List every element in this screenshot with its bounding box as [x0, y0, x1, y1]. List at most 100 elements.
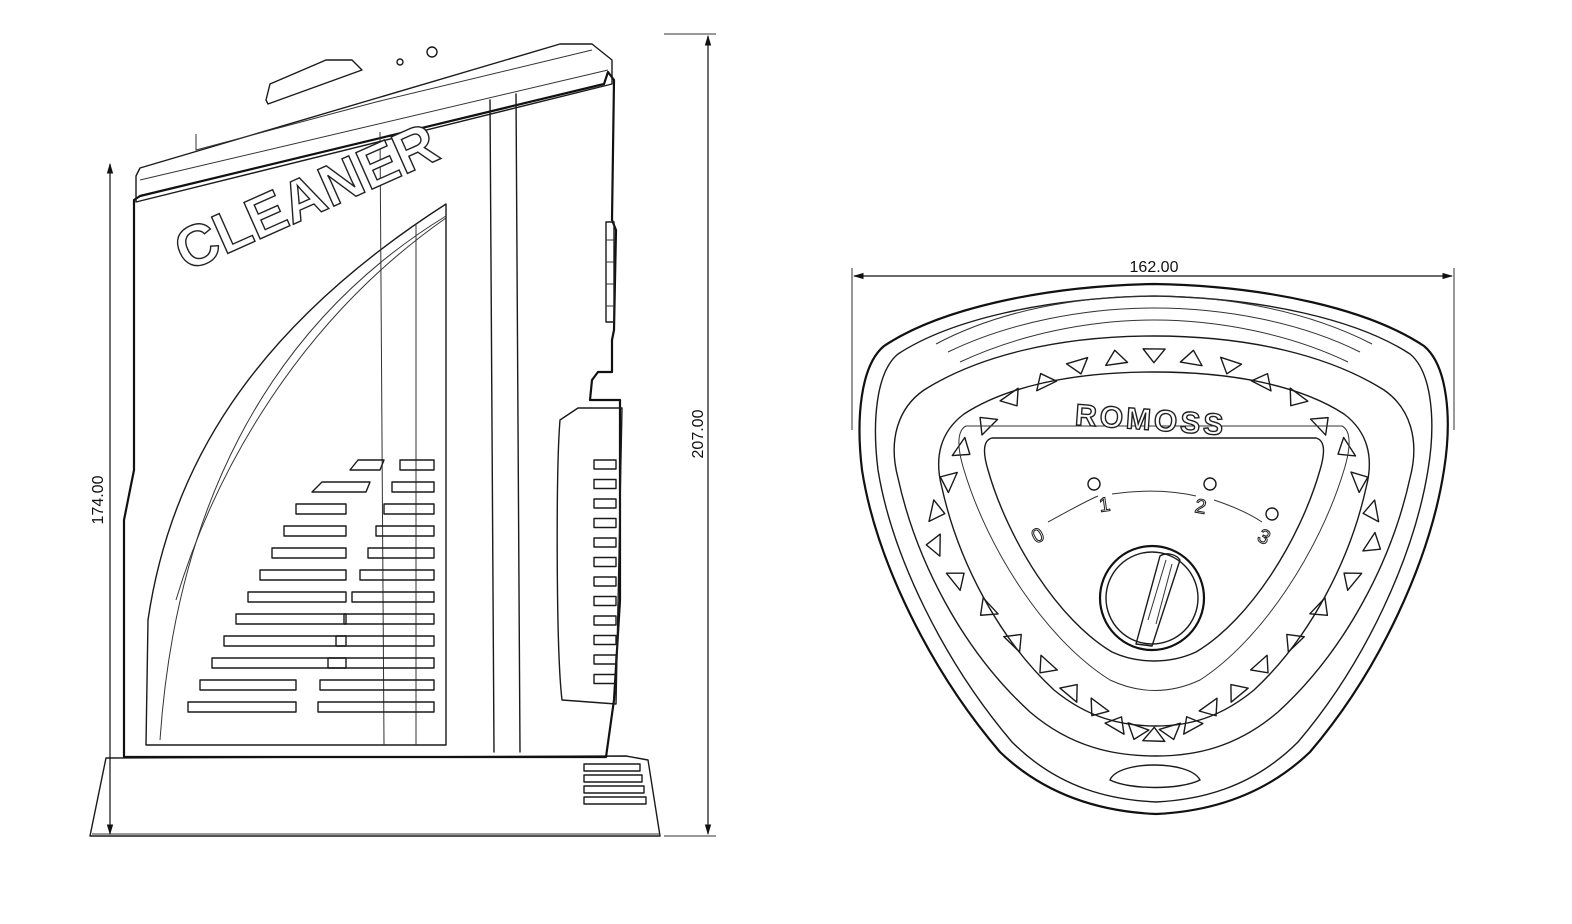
inner-frame	[893, 335, 1415, 757]
vent-slot	[343, 613, 435, 625]
ring-vent	[1350, 471, 1369, 494]
vent-slot	[319, 679, 435, 691]
vent-slot	[349, 459, 385, 471]
vent-slot	[317, 701, 435, 713]
intake-slot	[593, 576, 617, 587]
top-view: ROMOSS 0 1 2 3 162.00	[851, 259, 1455, 816]
ring-vent	[1198, 697, 1218, 717]
vent-slot	[211, 657, 347, 669]
intake-slot	[593, 517, 617, 529]
intake-slot	[593, 654, 617, 665]
dimension-174: 174.00	[90, 162, 114, 836]
intake-slot	[593, 673, 617, 685]
dial-label-3: 3	[1254, 525, 1274, 550]
front-panel	[145, 203, 447, 746]
ring-vent	[1127, 722, 1150, 741]
vent-slot	[247, 591, 347, 603]
ring-vent	[1289, 387, 1309, 407]
top-lid	[135, 43, 613, 203]
vent-slot	[283, 525, 347, 537]
ring-vent	[999, 387, 1019, 407]
vent-slot	[259, 569, 347, 581]
outer-shell	[858, 282, 1449, 816]
top-brand-text: ROMOSS	[1074, 399, 1227, 442]
vent-slot	[223, 635, 347, 647]
intake-slot	[593, 478, 617, 490]
base-vents	[583, 763, 647, 805]
ring-vent	[1250, 372, 1272, 392]
dimension-174-label: 174.00	[90, 475, 107, 524]
ring-vent	[1337, 436, 1357, 457]
dial-panel	[983, 437, 1325, 662]
vent-slot	[327, 657, 435, 669]
ring-vent	[1059, 683, 1078, 703]
ring-vent	[1309, 416, 1329, 436]
dimension-162: 162.00	[851, 259, 1455, 430]
intake-slot	[593, 615, 617, 626]
ring-vent	[1219, 356, 1243, 375]
vent-slot	[399, 459, 435, 471]
intake-slot	[593, 537, 617, 548]
ring-vent	[1343, 572, 1363, 592]
ring-vent	[1182, 716, 1204, 735]
side-intake	[556, 407, 623, 705]
ring-vent	[1105, 349, 1129, 367]
vent-slot	[199, 679, 297, 691]
vent-slot	[375, 525, 435, 537]
ring-vent	[1036, 372, 1058, 392]
side-intake-slots	[593, 459, 617, 685]
dimension-162-label: 162.00	[1130, 259, 1179, 276]
intake-slot	[593, 595, 617, 607]
side-brand-text: CLEANER	[165, 110, 448, 283]
vent-slot	[235, 613, 347, 625]
ring-vent	[1003, 633, 1022, 653]
side-vents-left	[187, 459, 385, 713]
dimension-207: 207.00	[664, 33, 716, 837]
ring-vent	[1230, 683, 1249, 703]
handle	[265, 59, 363, 105]
vent-slot	[295, 503, 347, 515]
ring-vent	[945, 572, 965, 592]
intake-slot	[593, 459, 617, 470]
vent-slot	[391, 481, 435, 493]
ring-vent	[1286, 633, 1305, 653]
base	[89, 755, 661, 837]
dial-label-1: 1	[1098, 494, 1112, 517]
vent-slot	[351, 591, 435, 603]
ring-vent	[939, 471, 958, 494]
vent-slot	[271, 547, 347, 559]
vent-slot	[383, 503, 435, 515]
ring-vent	[1104, 716, 1125, 735]
ring-vent	[1158, 722, 1182, 741]
dial-label-2: 2	[1193, 495, 1208, 519]
control-knob	[1098, 544, 1206, 652]
ring-vent	[1090, 697, 1110, 717]
ring-vent	[1249, 654, 1269, 674]
dial-label-0: 0	[1028, 524, 1048, 549]
ring-vent	[1142, 726, 1166, 743]
vent-slot	[311, 481, 371, 493]
vent-slot	[335, 635, 435, 647]
ring-vent	[979, 597, 999, 616]
vent-slot	[187, 701, 297, 713]
ring-vent	[1142, 348, 1166, 364]
ring-vent	[1179, 349, 1203, 367]
ring-vent	[979, 416, 999, 436]
ring-vent	[1309, 597, 1329, 617]
dimension-207-label: 207.00	[690, 409, 707, 458]
ring-vent	[1362, 531, 1382, 552]
intake-slot	[593, 498, 617, 509]
ring-vent	[1039, 654, 1059, 674]
side-view: CLEANER 174.00 207.00	[89, 33, 716, 837]
vent-slot	[367, 547, 435, 559]
vent-slot	[359, 569, 435, 581]
side-vents-right	[317, 459, 435, 713]
bottom-handle	[1109, 764, 1201, 789]
ring-vent	[951, 436, 971, 457]
intake-slot	[593, 634, 617, 646]
ring-vent	[925, 533, 941, 557]
ring-vent	[1362, 499, 1380, 523]
intake-slot	[593, 556, 617, 568]
switch-marks	[605, 221, 615, 323]
